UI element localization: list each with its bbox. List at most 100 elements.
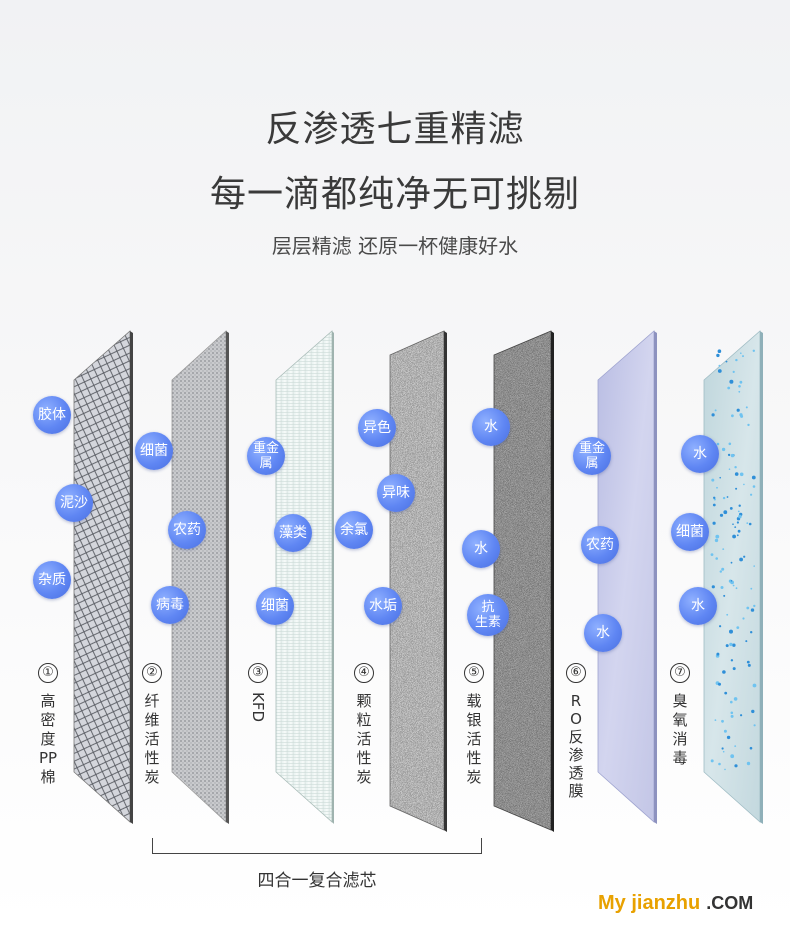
ozone-sparkle [723, 510, 728, 515]
ozone-sparkle [747, 423, 750, 427]
layer-granular-carbon [389, 330, 447, 832]
bubble-impurities: 杂质 [33, 561, 71, 599]
ozone-sparkle [719, 570, 722, 573]
ozone-sparkle [710, 553, 714, 556]
bubble-pesticide: 农药 [168, 511, 206, 549]
ozone-sparkle [716, 486, 718, 489]
layer-2-number: ② [142, 663, 162, 683]
bubble-water-7a: 水 [681, 435, 719, 473]
layer-4-label: 颗粒活性炭 [356, 692, 372, 786]
ozone-sparkle [752, 485, 756, 488]
layer-kfd [275, 330, 334, 824]
ozone-sparkle [736, 534, 739, 537]
ozone-sparkle [734, 466, 737, 469]
ozone-sparkle [750, 493, 753, 496]
ozone-sparkle [711, 413, 715, 417]
ozone-sparkle [735, 487, 738, 490]
bubble-heavy-metal-6: 重金 属 [573, 437, 611, 475]
ozone-sparkle [721, 567, 725, 571]
ozone-sparkle [738, 390, 741, 393]
ozone-sparkle [714, 538, 719, 543]
bubble-bacteria-7: 细菌 [671, 513, 709, 551]
bubble-bacteria: 细菌 [135, 432, 173, 470]
ozone-sparkle [736, 408, 740, 412]
ozone-sparkle [727, 386, 731, 390]
ozone-sparkle [721, 747, 724, 750]
ozone-sparkle [730, 711, 734, 715]
layer-fiber-carbon [171, 330, 229, 824]
ozone-sparkle [730, 700, 733, 704]
ozone-sparkle [731, 414, 734, 418]
ozone-sparkle [733, 697, 738, 701]
bubble-water-7b: 水 [679, 587, 717, 625]
ozone-sparkle [736, 626, 740, 629]
ozone-sparkle [752, 683, 757, 688]
ozone-sparkle [739, 472, 744, 477]
ozone-sparkles [710, 349, 757, 771]
ozone-sparkle [714, 409, 717, 412]
ozone-sparkle [723, 594, 726, 597]
ozone-sparkle [722, 548, 725, 550]
bubble-water-5a: 水 [472, 408, 510, 446]
composite-filter-label: 四合一复合滤芯 [257, 871, 377, 891]
layer-2-label: 纤维活性炭 [144, 692, 160, 786]
ozone-sparkle [751, 709, 755, 714]
ozone-sparkle [736, 521, 740, 524]
ozone-sparkle [729, 379, 734, 384]
ozone-sparkle [730, 453, 735, 458]
ozone-sparkle [740, 714, 743, 717]
ozone-sparkle [727, 453, 731, 457]
ozone-sparkle [732, 667, 736, 671]
ozone-sparkle [724, 691, 728, 695]
ozone-sparkle [719, 625, 722, 628]
page-title: 反渗透七重精滤 [265, 109, 525, 150]
ozone-sparkle [716, 353, 720, 358]
watermark-com: .COM [706, 893, 754, 913]
ozone-sparkle [732, 643, 736, 647]
ozone-sparkle [747, 663, 751, 667]
ozone-sparkle [729, 629, 733, 634]
page-subtitle: 每一滴都纯净无可挑剔 [209, 174, 580, 215]
layer-6-number: ⑥ [566, 663, 586, 683]
ozone-sparkle [749, 746, 753, 750]
ozone-sparkle [745, 640, 748, 643]
bubble-virus: 病毒 [151, 586, 189, 624]
ozone-sparkle [734, 472, 739, 476]
ozone-sparkle [732, 370, 735, 373]
ozone-sparkle [750, 587, 753, 590]
page-tagline: 层层精滤 还原一杯健康好水 [271, 234, 519, 258]
ozone-sparkle [712, 503, 716, 507]
bubble-odor: 异味 [377, 474, 415, 512]
ozone-sparkle [750, 608, 755, 612]
ozone-sparkle [728, 442, 732, 446]
ozone-sparkle [722, 496, 726, 500]
layer-4-number: ④ [354, 663, 374, 683]
ozone-sparkle [745, 406, 748, 409]
ozone-sparkle [735, 358, 738, 362]
ozone-sparkle [715, 557, 718, 560]
layer-7-label: 臭氧消毒 [672, 692, 688, 767]
ozone-sparkle [712, 521, 716, 525]
ozone-sparkle [722, 750, 725, 753]
layer-5-label: 载银活性炭 [466, 692, 482, 786]
ozone-sparkle [711, 585, 715, 589]
ozone-sparkle [746, 606, 750, 610]
bubble-antibiotics: 抗 生素 [467, 594, 509, 636]
ozone-sparkle [738, 514, 742, 519]
ozone-sparkle [730, 561, 733, 564]
layer-1-label: 高密度PP棉 [38, 692, 58, 786]
ozone-sparkle [717, 349, 722, 354]
ozone-sparkle [737, 510, 740, 513]
ozone-sparkle [742, 617, 745, 620]
ozone-sparkle [748, 522, 752, 526]
ozone-sparkle [746, 522, 749, 524]
ozone-sparkle [752, 349, 755, 352]
ozone-sparkle [734, 526, 737, 528]
ozone-sparkle [722, 670, 726, 674]
ozone-sparkle [732, 523, 734, 525]
layer-pp-cotton [73, 330, 133, 824]
bubble-chlorine: 余氯 [335, 511, 373, 549]
layer-7-number: ⑦ [670, 663, 690, 683]
ozone-sparkle [728, 468, 731, 471]
layer-ro-membrane [597, 330, 657, 824]
